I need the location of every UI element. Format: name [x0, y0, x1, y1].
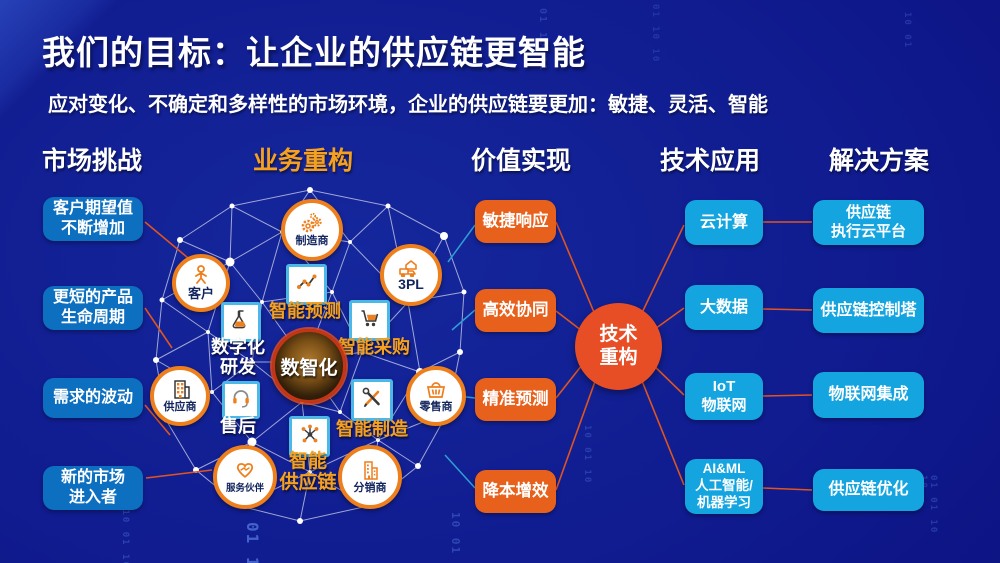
capability-label-digital-rd: 数字化 研发	[211, 337, 265, 377]
entity-label: 3PL	[398, 275, 424, 292]
tech-box-cloud-computing: 云计算	[685, 200, 763, 245]
entity-label: 零售商	[419, 400, 453, 413]
flask-icon	[229, 308, 253, 337]
capability-after-sales-tile	[222, 381, 260, 419]
entity-label: 供应商	[163, 400, 197, 413]
buildings-icon	[359, 460, 381, 480]
gears-icon	[300, 212, 324, 233]
person-icon	[190, 264, 212, 284]
column-header-market-challenges: 市场挑战	[42, 147, 143, 175]
headset-icon	[230, 387, 252, 414]
solution-box-iot-integration: 物联网集成	[813, 372, 924, 418]
tech-box-big-data: 大数据	[685, 285, 763, 330]
capability-smart-manufacturing-tile	[351, 379, 393, 421]
entity-customer: 客户	[172, 254, 230, 312]
entity-supplier: 供应商	[150, 366, 210, 426]
entity-manufacturer: 制造商	[281, 199, 343, 261]
entity-retailer: 零售商	[406, 366, 466, 426]
network-hub-icon	[298, 422, 322, 451]
solution-box-control-tower: 供应链控制塔	[813, 288, 924, 333]
heart-handshake-icon	[233, 461, 257, 481]
capability-label-smart-supply-chain: 智能 供应链	[279, 451, 337, 493]
column-header-tech-application: 技术应用	[660, 147, 761, 175]
challenge-box-demand-volatility: 需求的波动	[43, 378, 143, 418]
tech-box-ai-ml: AI&ML 人工智能/ 机器学习	[685, 459, 763, 514]
solution-box-execution-cloud: 供应链 执行云平台	[813, 200, 924, 245]
value-box-cost-efficiency: 降本增效	[475, 470, 556, 513]
tech-reconstruction-hub: 技术 重构	[575, 303, 662, 390]
trend-chart-icon	[295, 270, 319, 299]
capability-label-after-sales: 售后	[220, 416, 256, 436]
entity-service-partner: 服务伙伴	[213, 445, 277, 509]
entity-label: 服务伙伴	[225, 482, 264, 494]
tech-box-iot: IoT 物联网	[685, 373, 763, 420]
factory-building-icon	[169, 379, 191, 399]
entity-distributor: 分销商	[338, 445, 402, 509]
cart-icon	[358, 306, 382, 335]
entity-label: 制造商	[295, 234, 329, 247]
column-header-business-restructure: 业务重构	[253, 147, 354, 175]
entity-label: 分销商	[353, 481, 387, 494]
cyan-connector-lines	[444, 224, 476, 489]
capability-label-smart-procurement: 智能采购	[338, 337, 410, 357]
digital-intelligence-core: 数智化	[272, 329, 346, 403]
basket-icon	[425, 379, 447, 399]
capability-smart-procurement-tile	[349, 300, 390, 341]
challenge-box-shorter-lifecycle: 更短的产品 生命周期	[43, 286, 143, 330]
challenge-box-customer-expectations: 客户期望值 不断增加	[43, 197, 143, 241]
page-title: 我们的目标：让企业的供应链更智能	[42, 34, 586, 71]
logistics-truck-icon	[398, 259, 424, 277]
challenge-box-new-entrants: 新的市场 进入者	[43, 466, 143, 510]
capability-label-smart-forecast: 智能预测	[269, 301, 341, 321]
core-label: 数智化	[280, 357, 338, 379]
corner-accent	[0, 0, 120, 120]
entity-label: 客户	[187, 286, 214, 301]
capability-label-smart-manufacturing: 智能制造	[336, 419, 408, 439]
solution-box-chain-optimization: 供应链优化	[813, 469, 924, 511]
column-header-value-realization: 价值实现	[471, 147, 572, 175]
capability-digital-rd-tile	[221, 302, 261, 342]
capability-smart-supply-chain-tile	[289, 416, 330, 457]
value-box-accurate-forecast: 精准预测	[475, 378, 556, 421]
entity-3pl: 3PL	[380, 244, 442, 306]
column-header-solutions: 解决方案	[829, 147, 930, 175]
capability-smart-forecast-tile	[286, 264, 327, 305]
value-box-efficient-collaboration: 高效协同	[475, 289, 556, 332]
value-box-agile-response: 敏捷响应	[475, 200, 556, 243]
tools-icon	[360, 386, 384, 415]
page-subtitle: 应对变化、不确定和多样性的市场环境，企业的供应链要更加：敏捷、灵活、智能	[48, 94, 768, 116]
